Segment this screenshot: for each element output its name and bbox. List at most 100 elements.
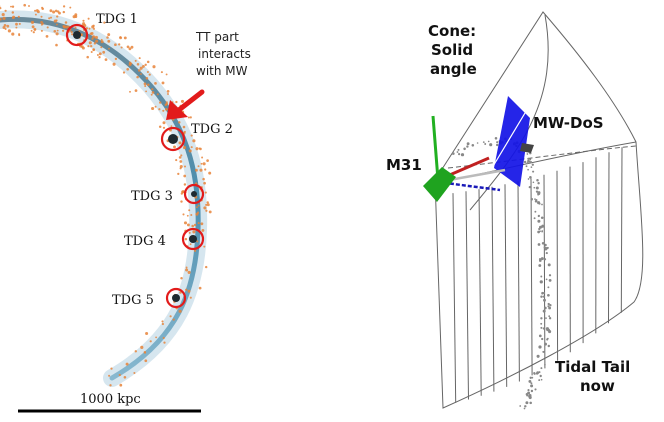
orange-particle — [169, 315, 172, 318]
orange-particle — [162, 126, 166, 129]
gray-particle — [529, 176, 532, 179]
orange-particle — [205, 203, 208, 206]
tdg-5-marker — [165, 287, 187, 309]
orange-particle — [151, 88, 154, 91]
gray-particle — [542, 309, 546, 313]
gray-particle — [536, 354, 540, 358]
gray-particle — [533, 372, 536, 375]
orange-particle — [96, 54, 99, 56]
orange-particle — [189, 243, 192, 246]
gray-particle — [546, 337, 549, 340]
orange-particle — [178, 121, 181, 124]
orange-particle — [93, 27, 95, 30]
orange-particle — [162, 109, 165, 112]
orange-particle — [62, 25, 67, 29]
cone-label-line-1: Cone: — [428, 22, 476, 40]
gray-particle — [539, 230, 541, 233]
gray-particle — [523, 407, 526, 410]
orange-particle — [205, 209, 208, 212]
orange-particle — [206, 203, 210, 207]
orange-particle — [143, 350, 147, 354]
orange-particle — [52, 10, 56, 14]
orange-particle — [179, 164, 183, 169]
gray-particle — [530, 382, 533, 385]
orange-particle — [65, 25, 69, 29]
orange-particle — [206, 159, 209, 162]
gray-particle — [540, 367, 543, 370]
orange-particle — [55, 43, 58, 47]
orange-particle — [202, 162, 206, 166]
cone-hatch-line — [556, 170, 559, 361]
orange-particle — [93, 42, 97, 45]
orange-particle — [71, 33, 74, 36]
orange-particle — [139, 66, 143, 70]
m31-label: M31 — [386, 156, 422, 174]
gray-particle — [548, 306, 552, 310]
gray-particle — [526, 153, 529, 155]
orange-particle — [200, 222, 204, 226]
orange-particle — [187, 116, 190, 119]
gray-particle — [542, 295, 546, 298]
orange-particle — [162, 336, 165, 340]
orange-particle — [40, 15, 43, 18]
gray-particle — [547, 305, 550, 308]
orange-particle — [4, 28, 7, 30]
orange-particle — [146, 60, 150, 64]
orange-particle — [1, 13, 5, 17]
orange-particle — [98, 56, 101, 59]
orange-particle — [161, 322, 164, 326]
orange-particle — [136, 63, 140, 66]
orange-particle — [118, 373, 121, 377]
orange-particle — [102, 50, 106, 54]
gray-particle — [537, 219, 541, 223]
orange-particle — [106, 36, 109, 39]
orange-particle — [17, 15, 20, 18]
gray-particle — [532, 181, 535, 184]
gray-particle — [538, 202, 541, 205]
orange-particle — [180, 200, 183, 203]
orange-particle — [182, 146, 187, 150]
gray-particle — [487, 140, 490, 143]
orange-particle — [180, 99, 185, 103]
orange-particle — [62, 10, 66, 14]
gray-particle — [457, 148, 460, 151]
gray-particle — [541, 337, 544, 341]
orange-particle — [195, 206, 198, 209]
gray-particle — [532, 170, 535, 173]
orange-particle — [86, 55, 89, 59]
gray-particle — [544, 342, 547, 346]
gray-particle — [525, 165, 528, 168]
orange-particle — [186, 223, 190, 227]
gray-particle — [538, 227, 541, 231]
orange-particle — [149, 340, 152, 343]
orange-particle — [108, 374, 111, 377]
orange-particle — [11, 5, 15, 8]
cone-hatch-line — [465, 191, 469, 400]
gray-particle — [529, 376, 532, 379]
tdg-2-core — [168, 134, 178, 144]
gray-particle — [534, 388, 537, 391]
orange-particle — [144, 359, 148, 363]
orange-particle — [74, 26, 77, 29]
gray-particle — [482, 141, 485, 143]
orange-particle — [178, 141, 182, 145]
gray-particle — [544, 248, 547, 251]
orange-particle — [152, 65, 156, 69]
gray-particle — [537, 243, 541, 246]
gray-particle — [471, 144, 475, 147]
orange-particle — [175, 159, 178, 162]
tdg-1-core — [73, 31, 81, 39]
orange-particle — [188, 231, 191, 234]
gray-particle — [544, 243, 547, 247]
gray-particle — [530, 197, 533, 201]
gray-particle — [451, 152, 455, 155]
orange-particle — [147, 83, 150, 86]
cone-hatch-lines — [452, 147, 623, 403]
orange-particle — [98, 52, 102, 56]
gray-particle — [489, 143, 493, 147]
orange-particle — [163, 341, 166, 344]
orange-particle — [151, 91, 155, 94]
orange-particle — [188, 149, 192, 153]
orange-particle — [35, 9, 39, 12]
gray-particle — [548, 330, 552, 334]
